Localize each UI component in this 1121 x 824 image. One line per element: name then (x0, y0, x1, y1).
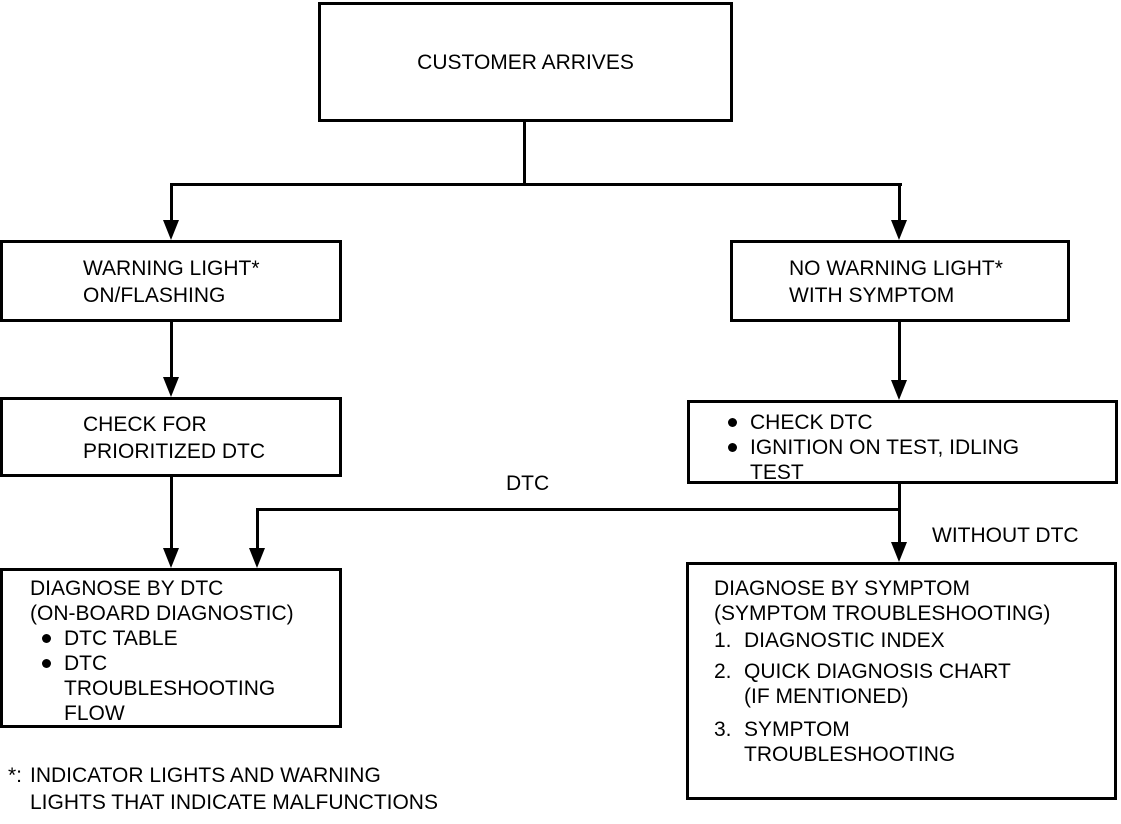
footnote-line2: LIGHTS THAT INDICATE MALFUNCTIONS (30, 791, 438, 814)
connector-customer-stem (523, 122, 526, 185)
arrowhead-to-check-prioritized (163, 377, 179, 397)
connector-dtc-branch (256, 508, 901, 511)
node-customer-arrives: CUSTOMER ARRIVES (318, 2, 733, 122)
check-dtc-item2-line2: TEST (750, 461, 804, 484)
diagnose-symptom-numbered-item: 2. QUICK DIAGNOSIS CHART (IF MENTIONED) (714, 659, 1104, 709)
diagnose-symptom-item1-line1: DIAGNOSTIC INDEX (744, 629, 945, 652)
item-number: 3. (714, 718, 732, 741)
connector-warn-to-checkprio (170, 322, 173, 380)
node-customer-arrives-label: CUSTOMER ARRIVES (417, 50, 634, 74)
diagnose-symptom-item3-line1: SYMPTOM (744, 718, 850, 741)
arrowhead-to-no-warning-light (891, 220, 907, 240)
bullet-icon (42, 659, 51, 668)
bullet-icon (728, 418, 737, 427)
node-warning-light-line1: WARNING LIGHT* (83, 257, 260, 280)
diagnose-dtc-bullet-item: DTC TROUBLESHOOTING FLOW (42, 651, 339, 726)
check-dtc-item2-line1: IGNITION ON TEST, IDLING (750, 436, 1020, 459)
footnote-asterisk-marker: *: (8, 764, 23, 787)
diagnose-dtc-header-line2: (ON-BOARD DIAGNOSTIC) (30, 602, 294, 625)
node-check-prioritized-line2: PRIORITIZED DTC (83, 440, 265, 463)
connector-dtc-branch-stem (256, 508, 259, 550)
connector-nowarn-to-checkdtc (898, 322, 901, 382)
item-number: 2. (714, 660, 732, 683)
diagnose-dtc-item2-line1: DTC (64, 652, 108, 675)
diagnose-dtc-bullet-item: DTC TABLE (42, 626, 339, 651)
bullet-icon (42, 634, 51, 643)
check-dtc-bullet-item: CHECK DTC (728, 410, 1115, 435)
node-diagnose-by-dtc: DIAGNOSE BY DTC (ON-BOARD DIAGNOSTIC) DT… (0, 568, 342, 728)
node-no-warning-light: NO WARNING LIGHT* WITH SYMPTOM (730, 240, 1070, 322)
diagnose-symptom-numbered-item: 1. DIAGNOSTIC INDEX (714, 628, 1104, 653)
bullet-icon (728, 443, 737, 452)
node-no-warning-light-line1: NO WARNING LIGHT* (789, 257, 1003, 280)
diagnose-symptom-numbered-item: 3. SYMPTOM TROUBLESHOOTING (714, 717, 1104, 767)
arrowhead-to-warning-light (163, 220, 179, 240)
item-number: 1. (714, 629, 732, 652)
connector-right-branch-stem (898, 183, 901, 223)
arrowhead-to-diagnose-dtc-right (249, 548, 265, 568)
check-dtc-item1-line1: CHECK DTC (750, 411, 873, 434)
arrowhead-to-check-dtc (891, 380, 907, 400)
diagnose-symptom-item2-line1: QUICK DIAGNOSIS CHART (744, 660, 1011, 683)
diagnose-symptom-item2-line2: (IF MENTIONED) (744, 685, 909, 708)
diagnose-dtc-item2-line2: TROUBLESHOOTING (64, 677, 276, 700)
node-check-dtc: CHECK DTC IGNITION ON TEST, IDLING TEST (687, 400, 1118, 484)
arrowhead-to-diagnose-dtc-left (163, 548, 179, 568)
diagnose-dtc-item1-line1: DTC TABLE (64, 627, 178, 650)
connector-checkdtc-to-diagsym (898, 484, 901, 544)
footnote-line1: INDICATOR LIGHTS AND WARNING (30, 764, 381, 787)
arrowhead-to-diagnose-symptom (891, 542, 907, 562)
diagnose-dtc-item2-line3: FLOW (64, 702, 125, 725)
node-no-warning-light-line2: WITH SYMPTOM (789, 284, 955, 307)
check-dtc-bullet-item: IGNITION ON TEST, IDLING TEST (728, 435, 1115, 485)
edge-label-without-dtc: WITHOUT DTC (932, 524, 1079, 547)
node-warning-light: WARNING LIGHT* ON/FLASHING (0, 240, 342, 322)
node-diagnose-by-symptom: DIAGNOSE BY SYMPTOM (SYMPTOM TROUBLESHOO… (686, 562, 1117, 800)
diagnose-symptom-header-line1: DIAGNOSE BY SYMPTOM (714, 577, 970, 600)
connector-checkprio-to-diagdtc (170, 477, 173, 549)
diagnose-dtc-header-line1: DIAGNOSE BY DTC (30, 577, 224, 600)
edge-label-dtc: DTC (506, 472, 550, 495)
node-warning-light-line2: ON/FLASHING (83, 284, 226, 307)
connector-top-branch (170, 183, 902, 186)
diagnose-symptom-header-line2: (SYMPTOM TROUBLESHOOTING) (714, 602, 1051, 625)
connector-left-branch-stem (170, 183, 173, 223)
node-check-prioritized-line1: CHECK FOR (83, 413, 207, 436)
node-check-prioritized-dtc: CHECK FOR PRIORITIZED DTC (0, 397, 342, 477)
footnote: *: INDICATOR LIGHTS AND WARNING LIGHTS T… (8, 762, 438, 816)
diagnose-symptom-item3-line2: TROUBLESHOOTING (744, 743, 956, 766)
